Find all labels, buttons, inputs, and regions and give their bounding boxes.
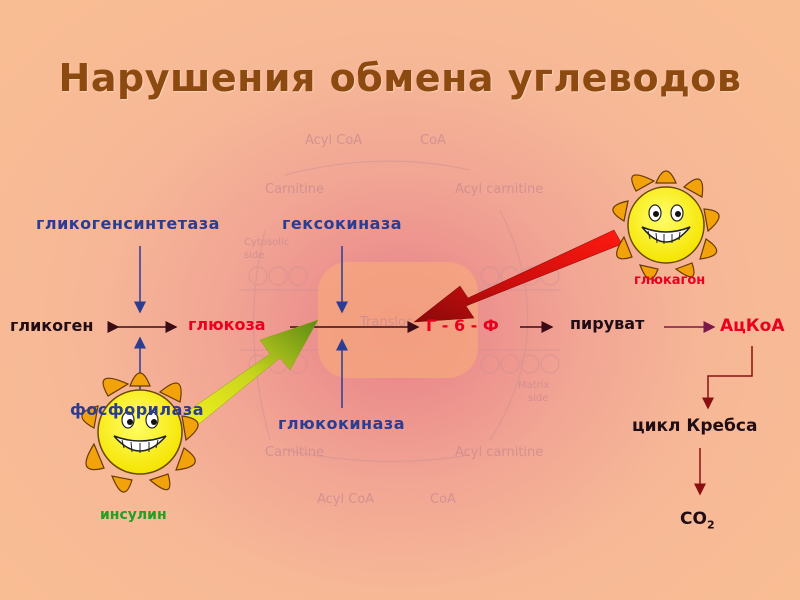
bg-cycle-arc-top — [284, 160, 471, 176]
bg-label-matrix: Matrix — [518, 380, 550, 391]
bg-label-cytosolic-side: side — [244, 250, 265, 261]
slide-title: Нарушения обмена углеводов — [58, 56, 742, 100]
bg-label-cytosolic: Cytosolic — [244, 237, 289, 248]
bg-label-coa-bottom: CoA — [430, 492, 456, 507]
metabolite-acetyl-coa: АцКоА — [720, 316, 785, 336]
krebs-cycle-label: цикл Кребса — [632, 416, 758, 436]
bg-left-arc — [253, 229, 271, 441]
bg-label-acyl-coa-bottom: Acyl CoA — [317, 492, 374, 507]
co2-subscript: 2 — [706, 518, 715, 532]
co2-text: СО — [680, 509, 707, 529]
metabolite-co2: СО2 — [680, 509, 715, 532]
enzyme-glycogen-synthase: гликогенсинтетаза — [36, 214, 220, 233]
enzyme-glucokinase: глюкокиназа — [278, 414, 405, 433]
enzyme-phosphorylase: фосфорилаза — [70, 400, 204, 419]
glucagon-sun-icon — [612, 170, 720, 280]
bg-label-acyl-carnitine-bottom: Acyl carnitine — [455, 445, 543, 460]
glucagon-sun-rays — [612, 170, 720, 280]
bg-label-acyl-carnitine-top: Acyl carnitine — [455, 182, 543, 197]
bg-cycle-arc-bottom — [284, 449, 471, 463]
glucagon-big-arrow — [413, 229, 623, 323]
metabolite-glucose: глюкоза — [188, 315, 266, 334]
metabolite-pyruvate: пируват — [570, 314, 645, 333]
metabolite-glycogen: гликоген — [10, 316, 94, 335]
metabolite-g6p: Г - 6 - Ф — [426, 316, 499, 335]
hormone-insulin: инсулин — [100, 507, 167, 523]
acetylcoa-krebs-arrow — [702, 346, 753, 410]
bg-label-matrix-side: side — [528, 393, 549, 404]
enzyme-hexokinase: гексокиназа — [282, 214, 403, 233]
insulin-sun-icon — [81, 372, 199, 493]
insulin-big-arrow — [183, 319, 319, 429]
hormone-glucagon: глюкагон — [634, 273, 706, 288]
bg-label-acyl-coa-top: Acyl CoA — [305, 133, 362, 148]
bg-label-carnitine-top: Carnitine — [265, 182, 324, 197]
bg-translocase-block — [318, 262, 478, 378]
insulin-sun-rays — [81, 372, 199, 493]
bg-label-carnitine-bottom: Carnitine — [265, 445, 324, 460]
bg-label-coa-top: CoA — [420, 133, 446, 148]
